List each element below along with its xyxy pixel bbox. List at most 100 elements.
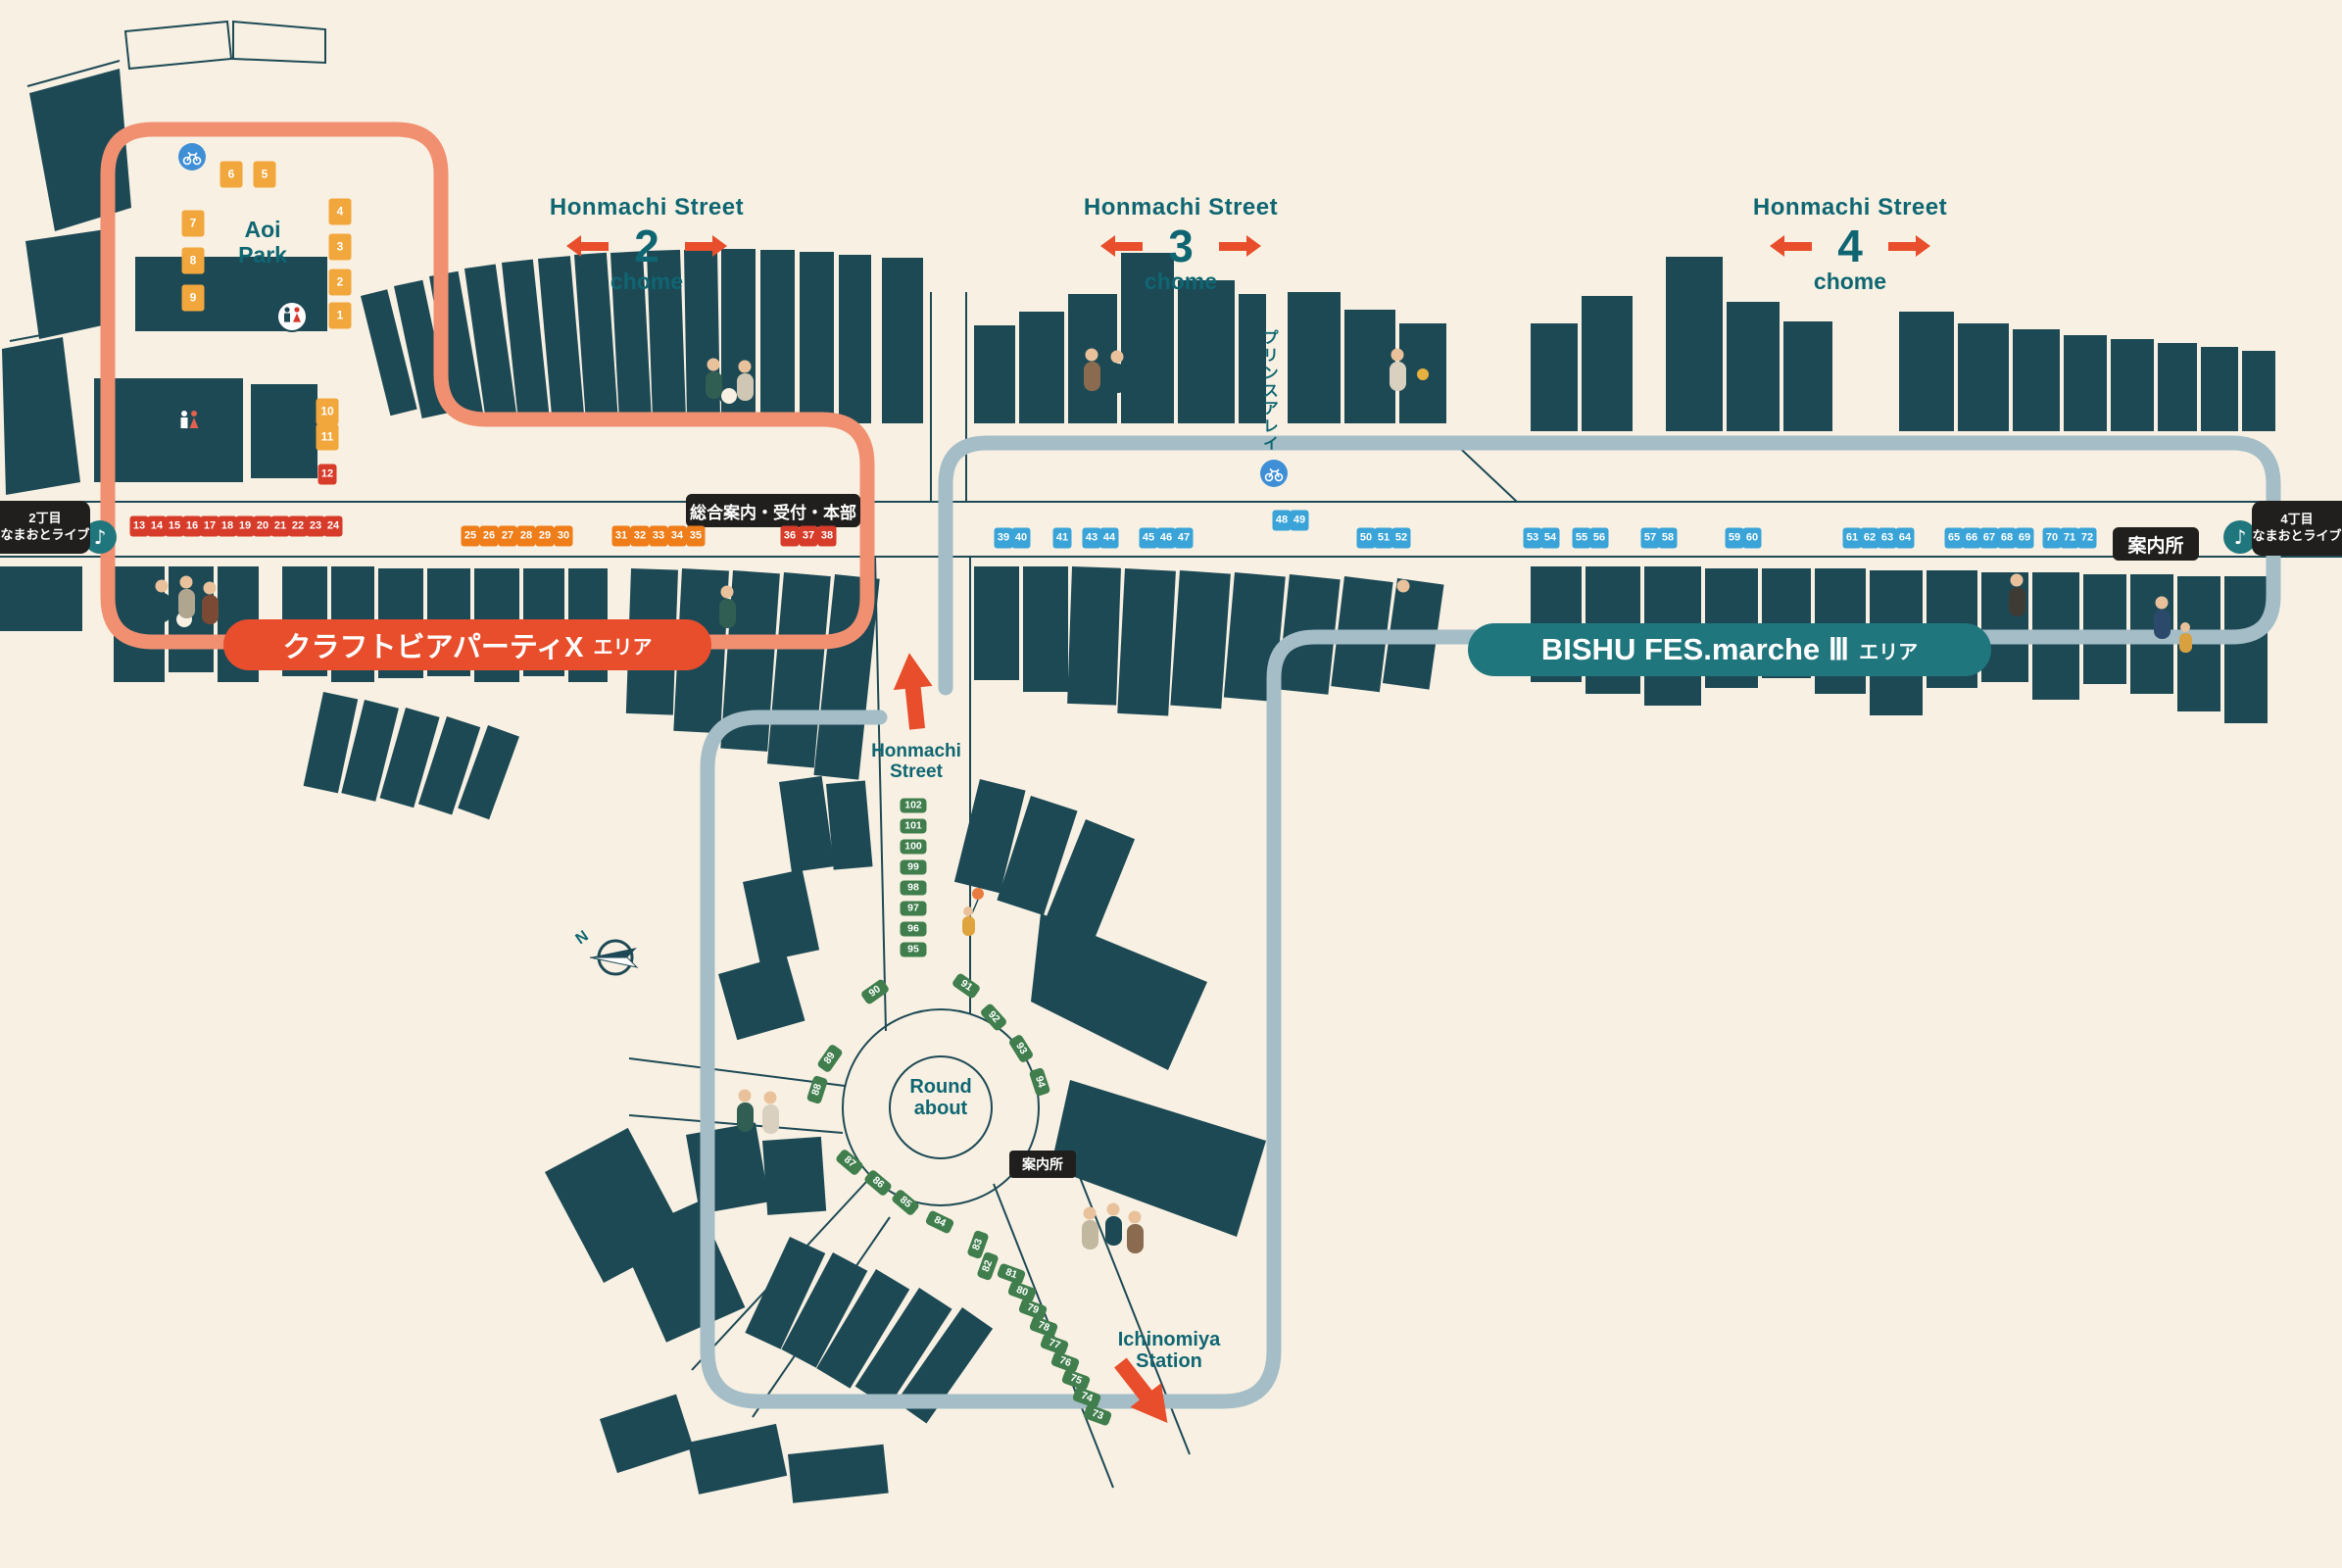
information-desk-badge: 案内所: [1009, 1151, 1076, 1178]
booth-36: 36: [780, 525, 800, 547]
booth-33: 33: [649, 525, 668, 547]
booth-65: 65: [1944, 527, 1964, 549]
left-arrow-icon: [581, 241, 610, 251]
booth-57: 57: [1640, 527, 1660, 549]
route-arrow-up-icon: [893, 653, 933, 730]
booth-58: 58: [1658, 527, 1678, 549]
people-illustration: [1395, 579, 1412, 622]
street-header-2chome: Honmachi Street 2 chome: [490, 194, 804, 295]
people-illustration: [706, 358, 754, 406]
booth-73: 73: [1082, 1403, 1113, 1427]
street-header-title: Honmachi Street: [1752, 194, 1948, 220]
street-header-suffix: chome: [1813, 269, 1887, 294]
booth-37: 37: [799, 525, 818, 547]
street-header-title: Honmachi Street: [1083, 194, 1279, 220]
right-arrow-icon: [1887, 241, 1916, 251]
street-header-3chome: Honmachi Street 3 chome: [1024, 194, 1338, 295]
street-header-number: 3: [1168, 220, 1194, 271]
booth-90: 90: [859, 978, 891, 1005]
booth-63: 63: [1878, 527, 1897, 549]
booth-9: 9: [181, 284, 205, 312]
general-information-hq-badge: 総合案内・受付・本部: [686, 494, 860, 527]
booth-25: 25: [461, 525, 480, 547]
booth-64: 64: [1895, 527, 1915, 549]
booth-84: 84: [924, 1209, 955, 1235]
booth-29: 29: [535, 525, 555, 547]
booth-98: 98: [900, 880, 927, 896]
booth-67: 67: [1979, 527, 1999, 549]
booth-44: 44: [1099, 527, 1119, 549]
street-header-suffix: chome: [610, 269, 684, 294]
roundabout-label: Round about: [909, 1076, 972, 1120]
toilet-icon: [180, 411, 199, 428]
booth-54: 54: [1540, 527, 1560, 549]
booth-45: 45: [1139, 527, 1158, 549]
route-arrow-exit-icon: [1114, 1357, 1168, 1423]
booth-32: 32: [630, 525, 650, 547]
booth-40: 40: [1011, 527, 1031, 549]
prince-alley-label: プリンスアレイ: [1259, 329, 1277, 453]
booth-55: 55: [1572, 527, 1591, 549]
people-illustration: [154, 575, 219, 629]
booth-52: 52: [1391, 527, 1411, 549]
booth-60: 60: [1742, 527, 1762, 549]
booth-89: 89: [816, 1043, 844, 1074]
bishu-fes-area-banner: BISHU FES.marche Ⅲ エリア: [1468, 623, 1991, 676]
booth-48: 48: [1272, 510, 1292, 531]
street-header-number: 4: [1837, 220, 1863, 271]
booth-28: 28: [516, 525, 536, 547]
booth-71: 71: [2060, 527, 2079, 549]
buildings-layer: [0, 20, 2275, 1503]
booth-91: 91: [951, 972, 982, 1000]
music-note-icon: ♪: [2223, 520, 2257, 554]
bishu-fes-area-suffix: エリア: [1859, 641, 1919, 663]
booth-62: 62: [1860, 527, 1879, 549]
booth-69: 69: [2015, 527, 2034, 549]
booth-94: 94: [1028, 1066, 1051, 1098]
craft-beer-area-suffix: エリア: [593, 636, 653, 659]
roads-layer: [0, 60, 2342, 1489]
toilet-icon: [276, 301, 308, 332]
bicycle-parking-icon: [1260, 460, 1288, 487]
booth-5: 5: [253, 161, 276, 188]
people-illustration: [737, 1089, 779, 1134]
craft-beer-area-label: クラフトビアパーティX: [282, 632, 584, 663]
booth-2: 2: [328, 269, 352, 296]
booth-15: 15: [165, 515, 184, 537]
craft-beer-area-banner: クラフトビアパーティX エリア: [223, 619, 711, 670]
booth-39: 39: [994, 527, 1013, 549]
ichinomiya-station-label: Ichinomiya Station: [1117, 1329, 1221, 1373]
booth-41: 41: [1052, 527, 1072, 549]
booth-3: 3: [328, 233, 352, 261]
booth-101: 101: [900, 818, 927, 834]
booth-6: 6: [220, 161, 243, 188]
booth-93: 93: [1007, 1033, 1035, 1064]
people-illustration: [719, 585, 736, 628]
street-header-number: 2: [634, 220, 659, 271]
booth-21: 21: [270, 515, 290, 537]
route-craft-beer-area: [100, 122, 875, 650]
booth-10: 10: [316, 398, 339, 425]
booth-4: 4: [328, 198, 352, 225]
booth-24: 24: [323, 515, 343, 537]
booth-88: 88: [805, 1074, 829, 1105]
booth-7: 7: [181, 210, 205, 237]
street-header-4chome: Honmachi Street 4 chome: [1693, 194, 2007, 295]
live-spot-2chome-badge: 2丁目 なまおとライブ: [0, 501, 90, 554]
booth-61: 61: [1842, 527, 1862, 549]
booth-14: 14: [147, 515, 167, 537]
booth-35: 35: [686, 525, 706, 547]
live-spot-line2: なまおとライブ: [0, 527, 90, 542]
booth-59: 59: [1725, 527, 1744, 549]
live-spot-4chome-badge: 4丁目 なまおとライブ: [2252, 501, 2342, 556]
booth-86: 86: [862, 1168, 894, 1198]
booth-26: 26: [479, 525, 499, 547]
booth-19: 19: [235, 515, 255, 537]
booth-23: 23: [306, 515, 325, 537]
booth-20: 20: [253, 515, 272, 537]
booth-92: 92: [979, 1002, 1008, 1033]
bishu-fes-area-label: BISHU FES.marche Ⅲ: [1540, 632, 1850, 666]
booth-68: 68: [1997, 527, 2017, 549]
booth-49: 49: [1290, 510, 1309, 531]
